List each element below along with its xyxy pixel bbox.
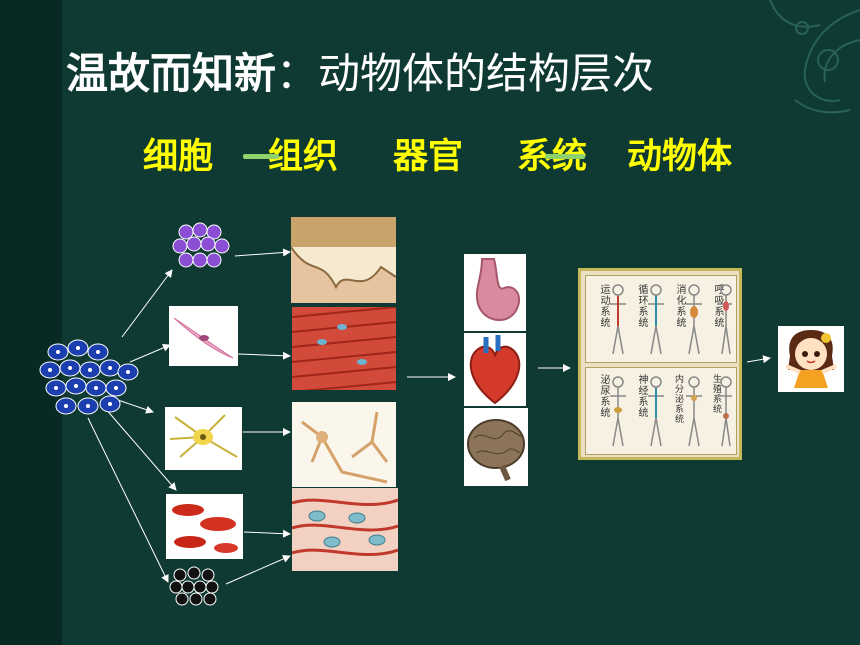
blood-cells-image (166, 494, 243, 559)
title-review: 温故而知新 (66, 49, 277, 98)
level-animal: 动物体 (627, 137, 733, 177)
connective-tissue-image (292, 488, 398, 571)
left-decor-strip (0, 0, 62, 645)
level-tissue: 组织 (268, 137, 339, 177)
slide-title: 温故而知新 ：动物体的结构层次 (66, 40, 856, 104)
systems-row-bottom: 泌尿系统 神经系统 内分泌系统 生殖系统 (585, 367, 737, 455)
title-topic: ：动物体的结构层次 (276, 49, 655, 98)
muscle-cell-image (169, 306, 238, 366)
system-label: 呼吸系统 (712, 284, 723, 328)
dark-cell-cluster-image (169, 566, 219, 606)
cell-cluster-image (39, 339, 139, 415)
systems-row-top: 运动系统 循环系统 消化系统 呼吸系统 (585, 275, 737, 363)
human-figures-bottom (610, 376, 732, 447)
level-cell: 细胞 (143, 137, 214, 177)
epithelial-cells-image (172, 222, 230, 268)
level-organ: 器官 (393, 137, 464, 177)
organ-systems-panel: 运动系统 循环系统 消化系统 呼吸系统 泌尿系统 神经系统 内分泌系统 生殖系统 (578, 268, 742, 460)
brain-organ-image (464, 408, 528, 486)
nerve-tissue-image (292, 402, 396, 487)
neuron-cell-image (165, 407, 242, 470)
animal-body-girl-image (778, 326, 844, 392)
system-label: 泌尿系统 (598, 374, 609, 418)
system-label: 内分泌系统 (673, 374, 683, 424)
epithelial-tissue-image (291, 217, 396, 303)
muscle-tissue-image (292, 307, 396, 390)
floral-corner-decoration (769, 0, 860, 114)
connector-system (545, 154, 585, 159)
system-label: 神经系统 (636, 374, 647, 418)
connector-cell-tissue (243, 154, 279, 159)
human-figures-top (610, 284, 732, 355)
system-label: 消化系统 (674, 284, 685, 328)
system-label: 生殖系统 (711, 374, 721, 414)
system-label: 运动系统 (598, 284, 609, 328)
stomach-organ-image (464, 254, 526, 331)
system-label: 循环系统 (636, 284, 647, 328)
heart-organ-image (464, 333, 526, 406)
